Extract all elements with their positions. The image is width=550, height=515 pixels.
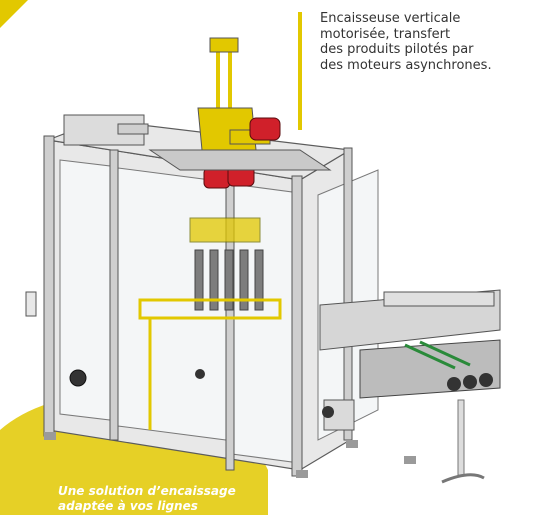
machine-caption: Encaisseuse verticale motorisée, transfe… <box>320 11 545 73</box>
caption-line: motorisée, transfert <box>320 26 451 42</box>
caption-line: des produits pilotés par <box>320 42 474 57</box>
slogan-line: adaptée à vos lignes <box>58 499 198 513</box>
corner-accent-icon <box>0 0 28 28</box>
slogan: Une solution d’encaissage adaptée à vos … <box>58 484 236 514</box>
caption-line: Encaisseuse verticale <box>320 11 461 26</box>
caption-accent-bar <box>298 12 302 130</box>
slogan-line: Une solution d’encaissage <box>58 484 236 498</box>
caption-line: des moteurs asynchrones. <box>320 57 492 73</box>
